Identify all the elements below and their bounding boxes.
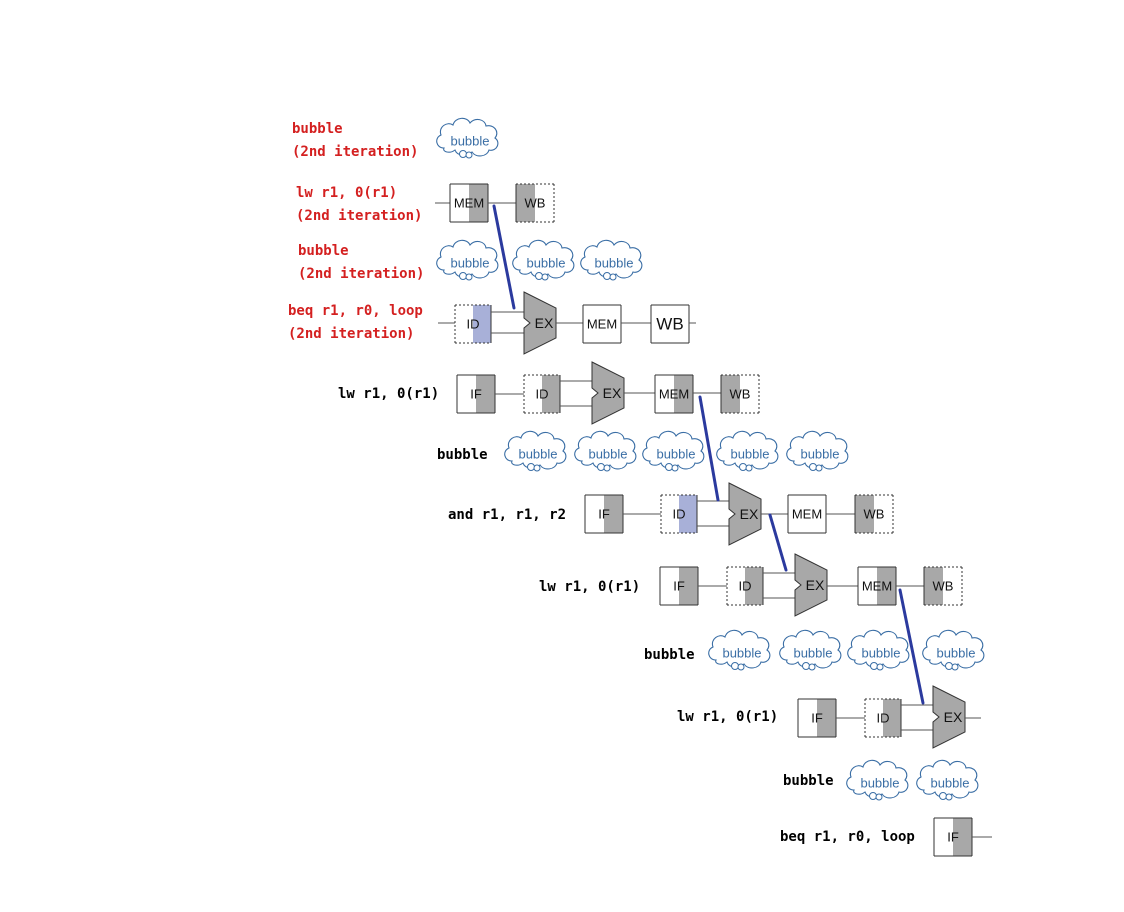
instr-label: lw r1, 0(r1) xyxy=(539,579,641,595)
bubble-cloud: bubble xyxy=(779,629,842,671)
instr-label: lw r1, 0(r1) xyxy=(677,709,779,725)
bubble-label: bubble xyxy=(450,134,489,149)
id-stage: ID xyxy=(726,566,764,606)
id-stage: ID xyxy=(454,304,492,344)
wb-stage: WB xyxy=(650,304,690,344)
mem-stage: MEM xyxy=(787,494,827,534)
bubble-label: bubble xyxy=(793,646,832,661)
id-stage-label: ID xyxy=(536,387,549,402)
if-stage-label: IF xyxy=(470,387,482,402)
mem-stage-label: MEM xyxy=(792,507,822,522)
instr-label: lw r1, 0(r1)(2nd iteration) xyxy=(296,185,423,224)
if-stage: IF xyxy=(933,817,973,857)
bubble-label: bubble xyxy=(450,256,489,271)
instr-label: bubble xyxy=(437,447,488,463)
bubble-label: bubble xyxy=(860,776,899,791)
bubble-cloud: bubble xyxy=(708,629,771,671)
mem-stage-label: MEM xyxy=(587,317,617,332)
mem-stage-label: MEM xyxy=(659,387,689,402)
ex-stage-label: EX xyxy=(603,385,622,401)
ex-stage-label: EX xyxy=(535,315,554,331)
if-stage-label: IF xyxy=(598,507,610,522)
wb-stage: WB xyxy=(854,494,894,534)
bubble-label: bubble xyxy=(930,776,969,791)
bubble-cloud: bubble xyxy=(786,430,849,472)
forwarding-path xyxy=(492,204,516,310)
bubble-label: bubble xyxy=(656,447,695,462)
wb-stage-label: WB xyxy=(730,387,751,402)
id-stage-label: ID xyxy=(877,711,890,726)
bubble-label: bubble xyxy=(588,447,627,462)
wb-stage-label: WB xyxy=(864,507,885,522)
wb-stage-label: WB xyxy=(656,315,683,334)
instr-label: lw r1, 0(r1) xyxy=(338,386,440,402)
bubble-cloud: bubble xyxy=(916,759,979,801)
wb-stage: WB xyxy=(515,183,555,223)
if-stage-label: IF xyxy=(673,579,685,594)
ex-stage: EX xyxy=(794,553,828,617)
bubble-cloud: bubble xyxy=(580,239,643,281)
if-stage: IF xyxy=(797,698,837,738)
instr-label: and r1, r1, r2 xyxy=(448,507,567,523)
mem-stage: MEM xyxy=(449,183,489,223)
wb-stage: WB xyxy=(923,566,963,606)
mem-stage: MEM xyxy=(857,566,897,606)
instr-label: beq r1, r0, loop(2nd iteration) xyxy=(288,303,423,342)
bubble-label: bubble xyxy=(526,256,565,271)
ex-stage-label: EX xyxy=(806,577,825,593)
bubble-cloud: bubble xyxy=(846,759,909,801)
bubble-cloud: bubble xyxy=(436,117,499,159)
id-stage: ID xyxy=(523,374,561,414)
forwarding-path xyxy=(768,513,788,572)
bubble-label: bubble xyxy=(861,646,900,661)
bubble-cloud: bubble xyxy=(574,430,637,472)
bubble-cloud: bubble xyxy=(847,629,910,671)
id-stage-label: ID xyxy=(673,507,686,522)
ex-stage-label: EX xyxy=(944,709,963,725)
forwarding-path xyxy=(898,588,925,705)
id-stage: ID xyxy=(660,494,698,534)
mem-stage-label: MEM xyxy=(862,579,892,594)
if-stage: IF xyxy=(659,566,699,606)
ex-stage: EX xyxy=(523,291,557,355)
ex-stage: EX xyxy=(932,685,966,749)
mem-stage: MEM xyxy=(582,304,622,344)
bubble-label: bubble xyxy=(936,646,975,661)
bubble-label: bubble xyxy=(518,447,557,462)
forwarding-path xyxy=(698,395,720,502)
id-stage: ID xyxy=(864,698,902,738)
instr-label: bubble(2nd iteration) xyxy=(292,121,419,160)
if-stage-label: IF xyxy=(811,711,823,726)
instr-label: bubble(2nd iteration) xyxy=(298,243,425,282)
bubble-cloud: bubble xyxy=(716,430,779,472)
bubble-cloud: bubble xyxy=(436,239,499,281)
bubble-label: bubble xyxy=(800,447,839,462)
if-stage-label: IF xyxy=(947,830,959,845)
instr-label: bubble xyxy=(783,773,834,789)
instr-label: bubble xyxy=(644,647,695,663)
id-stage-label: ID xyxy=(467,317,480,332)
wb-stage-label: WB xyxy=(525,196,546,211)
bubble-label: bubble xyxy=(730,447,769,462)
bubble-cloud: bubble xyxy=(922,629,985,671)
mem-stage-label: MEM xyxy=(454,196,484,211)
id-stage-label: ID xyxy=(739,579,752,594)
bubble-label: bubble xyxy=(722,646,761,661)
ex-stage: EX xyxy=(728,482,762,546)
bubble-cloud: bubble xyxy=(642,430,705,472)
bubble-label: bubble xyxy=(594,256,633,271)
bubble-cloud: bubble xyxy=(504,430,567,472)
instr-label: beq r1, r0, loop xyxy=(780,829,915,845)
wb-stage: WB xyxy=(720,374,760,414)
bubble-cloud: bubble xyxy=(512,239,575,281)
mem-stage: MEM xyxy=(654,374,694,414)
wb-stage-label: WB xyxy=(933,579,954,594)
ex-stage-label: EX xyxy=(740,506,759,522)
if-stage: IF xyxy=(456,374,496,414)
if-stage: IF xyxy=(584,494,624,534)
ex-stage: EX xyxy=(591,361,625,425)
